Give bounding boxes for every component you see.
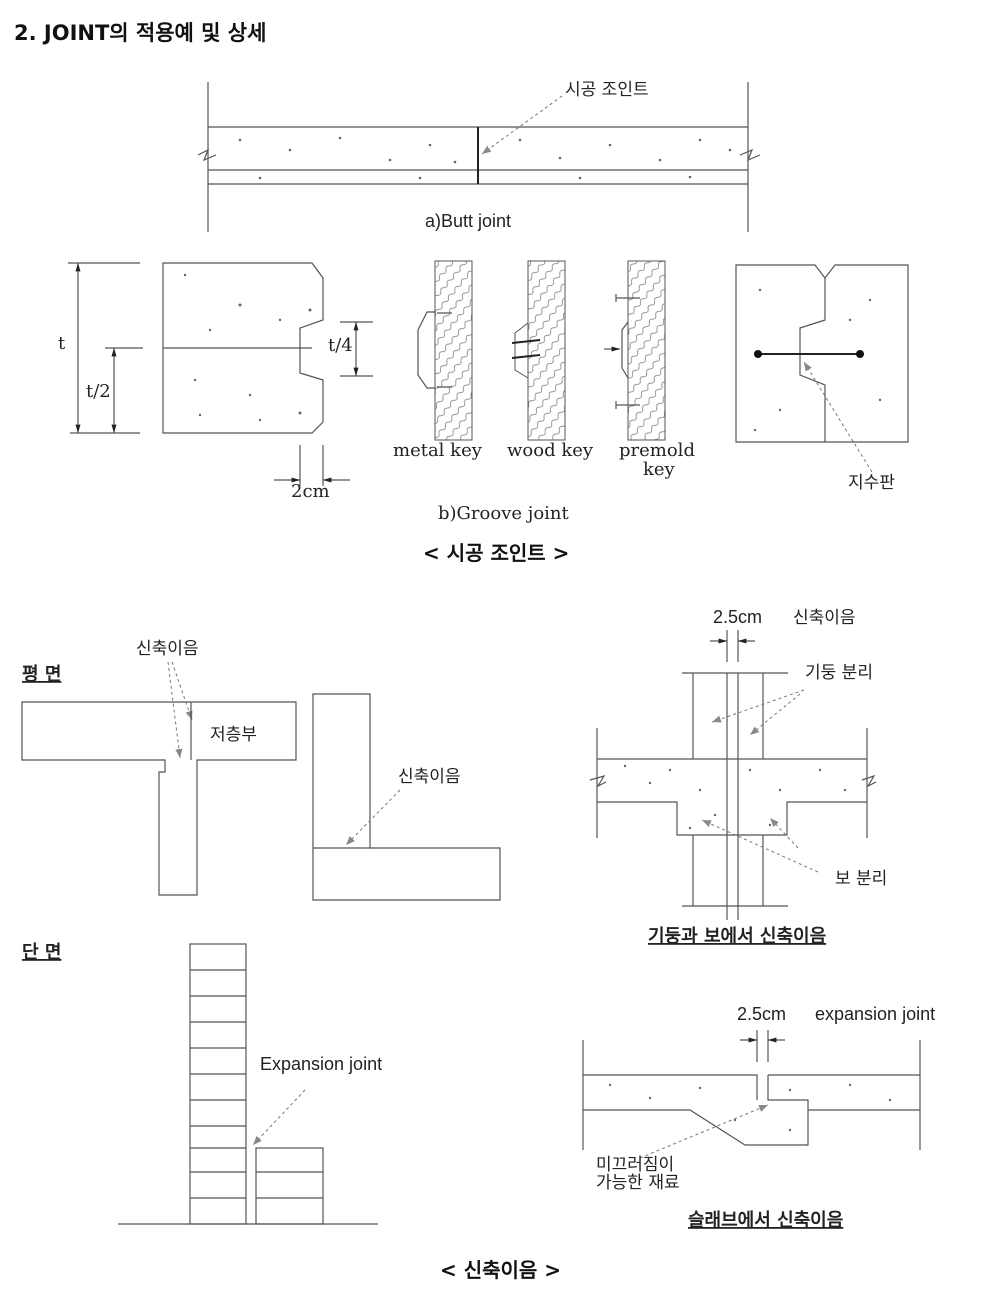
- expansion-joint-section-title: < 신축이음 >: [440, 1258, 561, 1282]
- butt-joint-caption: a)Butt joint: [425, 211, 511, 231]
- wood-key-label: wood key: [507, 440, 594, 461]
- waterstop-label: 지수판: [848, 473, 895, 493]
- low-rise-label: 저층부: [210, 725, 257, 745]
- plan-view: 평 면 신축이음 저층부 신축이음: [21, 639, 501, 901]
- wood-key-formwork: [527, 260, 566, 441]
- column-beam-dim: 2.5cm: [713, 607, 762, 627]
- slab-dim-label: expansion joint: [815, 1004, 935, 1024]
- metal-key-formwork: [434, 260, 473, 441]
- dim-t-quarter: t/4: [328, 335, 353, 356]
- premold-key-label-2: key: [643, 459, 676, 480]
- section-view: 단 면 Expansion joint: [22, 942, 382, 1225]
- premold-key-formwork: [627, 260, 666, 441]
- dim-2cm: 2cm: [291, 481, 330, 502]
- column-beam-caption: 기둥과 보에서 신축이음: [648, 926, 826, 947]
- sliding-material-label-1: 미끄러짐이: [596, 1155, 674, 1175]
- sliding-material-label-2: 가능한 재료: [596, 1173, 680, 1193]
- column-separation-label: 기둥 분리: [805, 663, 873, 683]
- construction-joint-section-title: < 시공 조인트 >: [423, 541, 569, 565]
- beam-separation-label: 보 분리: [835, 869, 887, 889]
- plan-callout-2: 신축이음: [398, 767, 461, 787]
- page-title: 2. JOINT의 적용예 및 상세: [14, 21, 266, 45]
- section-heading: 단 면: [22, 942, 61, 963]
- plan-callout-1: 신축이음: [136, 639, 199, 659]
- column-beam-diagram: 2.5cm 신축이음 기둥 분리 보 분리 기둥과 보에서 신축이음: [589, 607, 887, 947]
- groove-joint-diagram: t t/2 t/4 2cm metal key wood key premo: [58, 260, 909, 524]
- slab-dim: 2.5cm: [737, 1004, 786, 1024]
- section-callout: Expansion joint: [260, 1054, 382, 1074]
- slab-caption: 슬래브에서 신축이음: [688, 1210, 843, 1231]
- premold-key-label: premold: [619, 440, 695, 461]
- groove-joint-caption: b)Groove joint: [438, 503, 570, 524]
- metal-key-label: metal key: [393, 440, 483, 461]
- butt-joint-callout: 시공 조인트: [565, 80, 649, 100]
- dim-t-half: t/2: [86, 381, 111, 402]
- dim-t: t: [58, 333, 66, 354]
- butt-joint-diagram: 시공 조인트 a)Butt joint: [197, 80, 761, 232]
- plan-heading: 평 면: [22, 664, 61, 685]
- slab-joint-diagram: 2.5cm expansion joint 미끄러짐이 가능한 재료 슬래브에서…: [582, 1004, 935, 1231]
- column-beam-dim-label: 신축이음: [793, 608, 856, 628]
- concrete-aggregate: [238, 136, 732, 180]
